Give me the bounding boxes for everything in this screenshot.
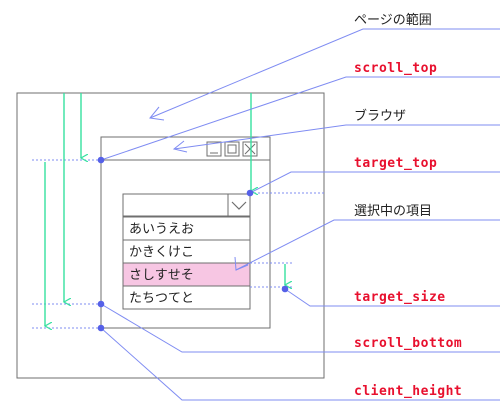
list-item[interactable] <box>122 285 251 310</box>
list-item-text: かきくけこ <box>129 245 194 260</box>
target-size-leader <box>284 288 500 307</box>
option-list: あいうえお かきくけこ さしすせそ たちつてと <box>122 216 251 310</box>
close-icon[interactable] <box>242 141 258 157</box>
chevron-down-icon[interactable] <box>231 201 247 210</box>
label-client-height: client_height <box>354 384 462 399</box>
list-item-text: さしすせそ <box>129 268 194 283</box>
list-item-text: たちつてと <box>129 291 194 306</box>
browser-window <box>100 136 271 329</box>
page-range-leader <box>149 28 500 119</box>
label-scroll-top: scroll_top <box>354 61 437 76</box>
scroll-bottom-leader <box>100 303 500 353</box>
scroll-top-leader <box>100 76 500 161</box>
label-target-top: target_top <box>354 156 437 171</box>
label-selected-item: 選択中の項目 <box>354 204 432 219</box>
list-item-text: あいうえお <box>129 222 194 237</box>
select-box[interactable] <box>122 193 251 217</box>
label-target-size: target_size <box>354 290 446 305</box>
anchor-dots <box>97 156 289 332</box>
label-page-range: ページの範囲 <box>354 13 432 28</box>
maximize-icon[interactable] <box>224 141 240 157</box>
client-height-leader <box>100 327 500 401</box>
label-scroll-bottom: scroll_bottom <box>354 336 462 351</box>
minimize-icon[interactable] <box>206 141 222 157</box>
browser-leader <box>173 124 500 150</box>
target-top-leader <box>249 171 500 194</box>
measurement-arrows <box>45 93 285 326</box>
page-range-box <box>16 92 325 379</box>
selected-item-leader <box>235 219 500 271</box>
label-browser: ブラウザ <box>354 108 406 124</box>
leader-lines <box>100 28 500 401</box>
leader-arrowheads <box>149 106 249 271</box>
